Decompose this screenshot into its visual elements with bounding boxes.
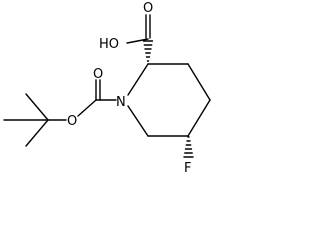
bond-carbonyl-ester-oxygen [77, 99, 97, 117]
fluorine-label: F [184, 161, 191, 176]
carbamate-ester-oxygen-label: O [67, 114, 77, 129]
bond-n1-c2 [127, 63, 149, 96]
bond-tbutyl-methyl-1 [25, 93, 49, 121]
bond-c4-c5 [187, 99, 211, 137]
ring-nitrogen-label: N [116, 95, 126, 110]
bond-carboxyl-oh [126, 38, 149, 44]
carboxylic-acid-group: HO O [99, 1, 154, 62]
hashed-wedge-c5-fluorine [183, 136, 194, 158]
fluorine-substituent: F [183, 136, 194, 176]
bond-c6-n1 [127, 105, 149, 137]
bond-tbutyl-methyl-3 [25, 119, 49, 147]
hydroxyl-label: HO [99, 37, 119, 52]
molecule-drawing: HO O N O O F [0, 0, 230, 189]
piperidine-ring [127, 63, 211, 137]
carbamate-double-oxygen-label: O [93, 67, 103, 82]
structure-svg: HO O N O O F [0, 0, 230, 189]
bond-c3-c4 [187, 63, 211, 101]
canvas-background [0, 0, 230, 189]
carboxyl-oxygen-label: O [143, 1, 153, 16]
boc-protecting-group: O O [3, 67, 117, 147]
hashed-wedge-c2-carboxyl [142, 40, 154, 62]
